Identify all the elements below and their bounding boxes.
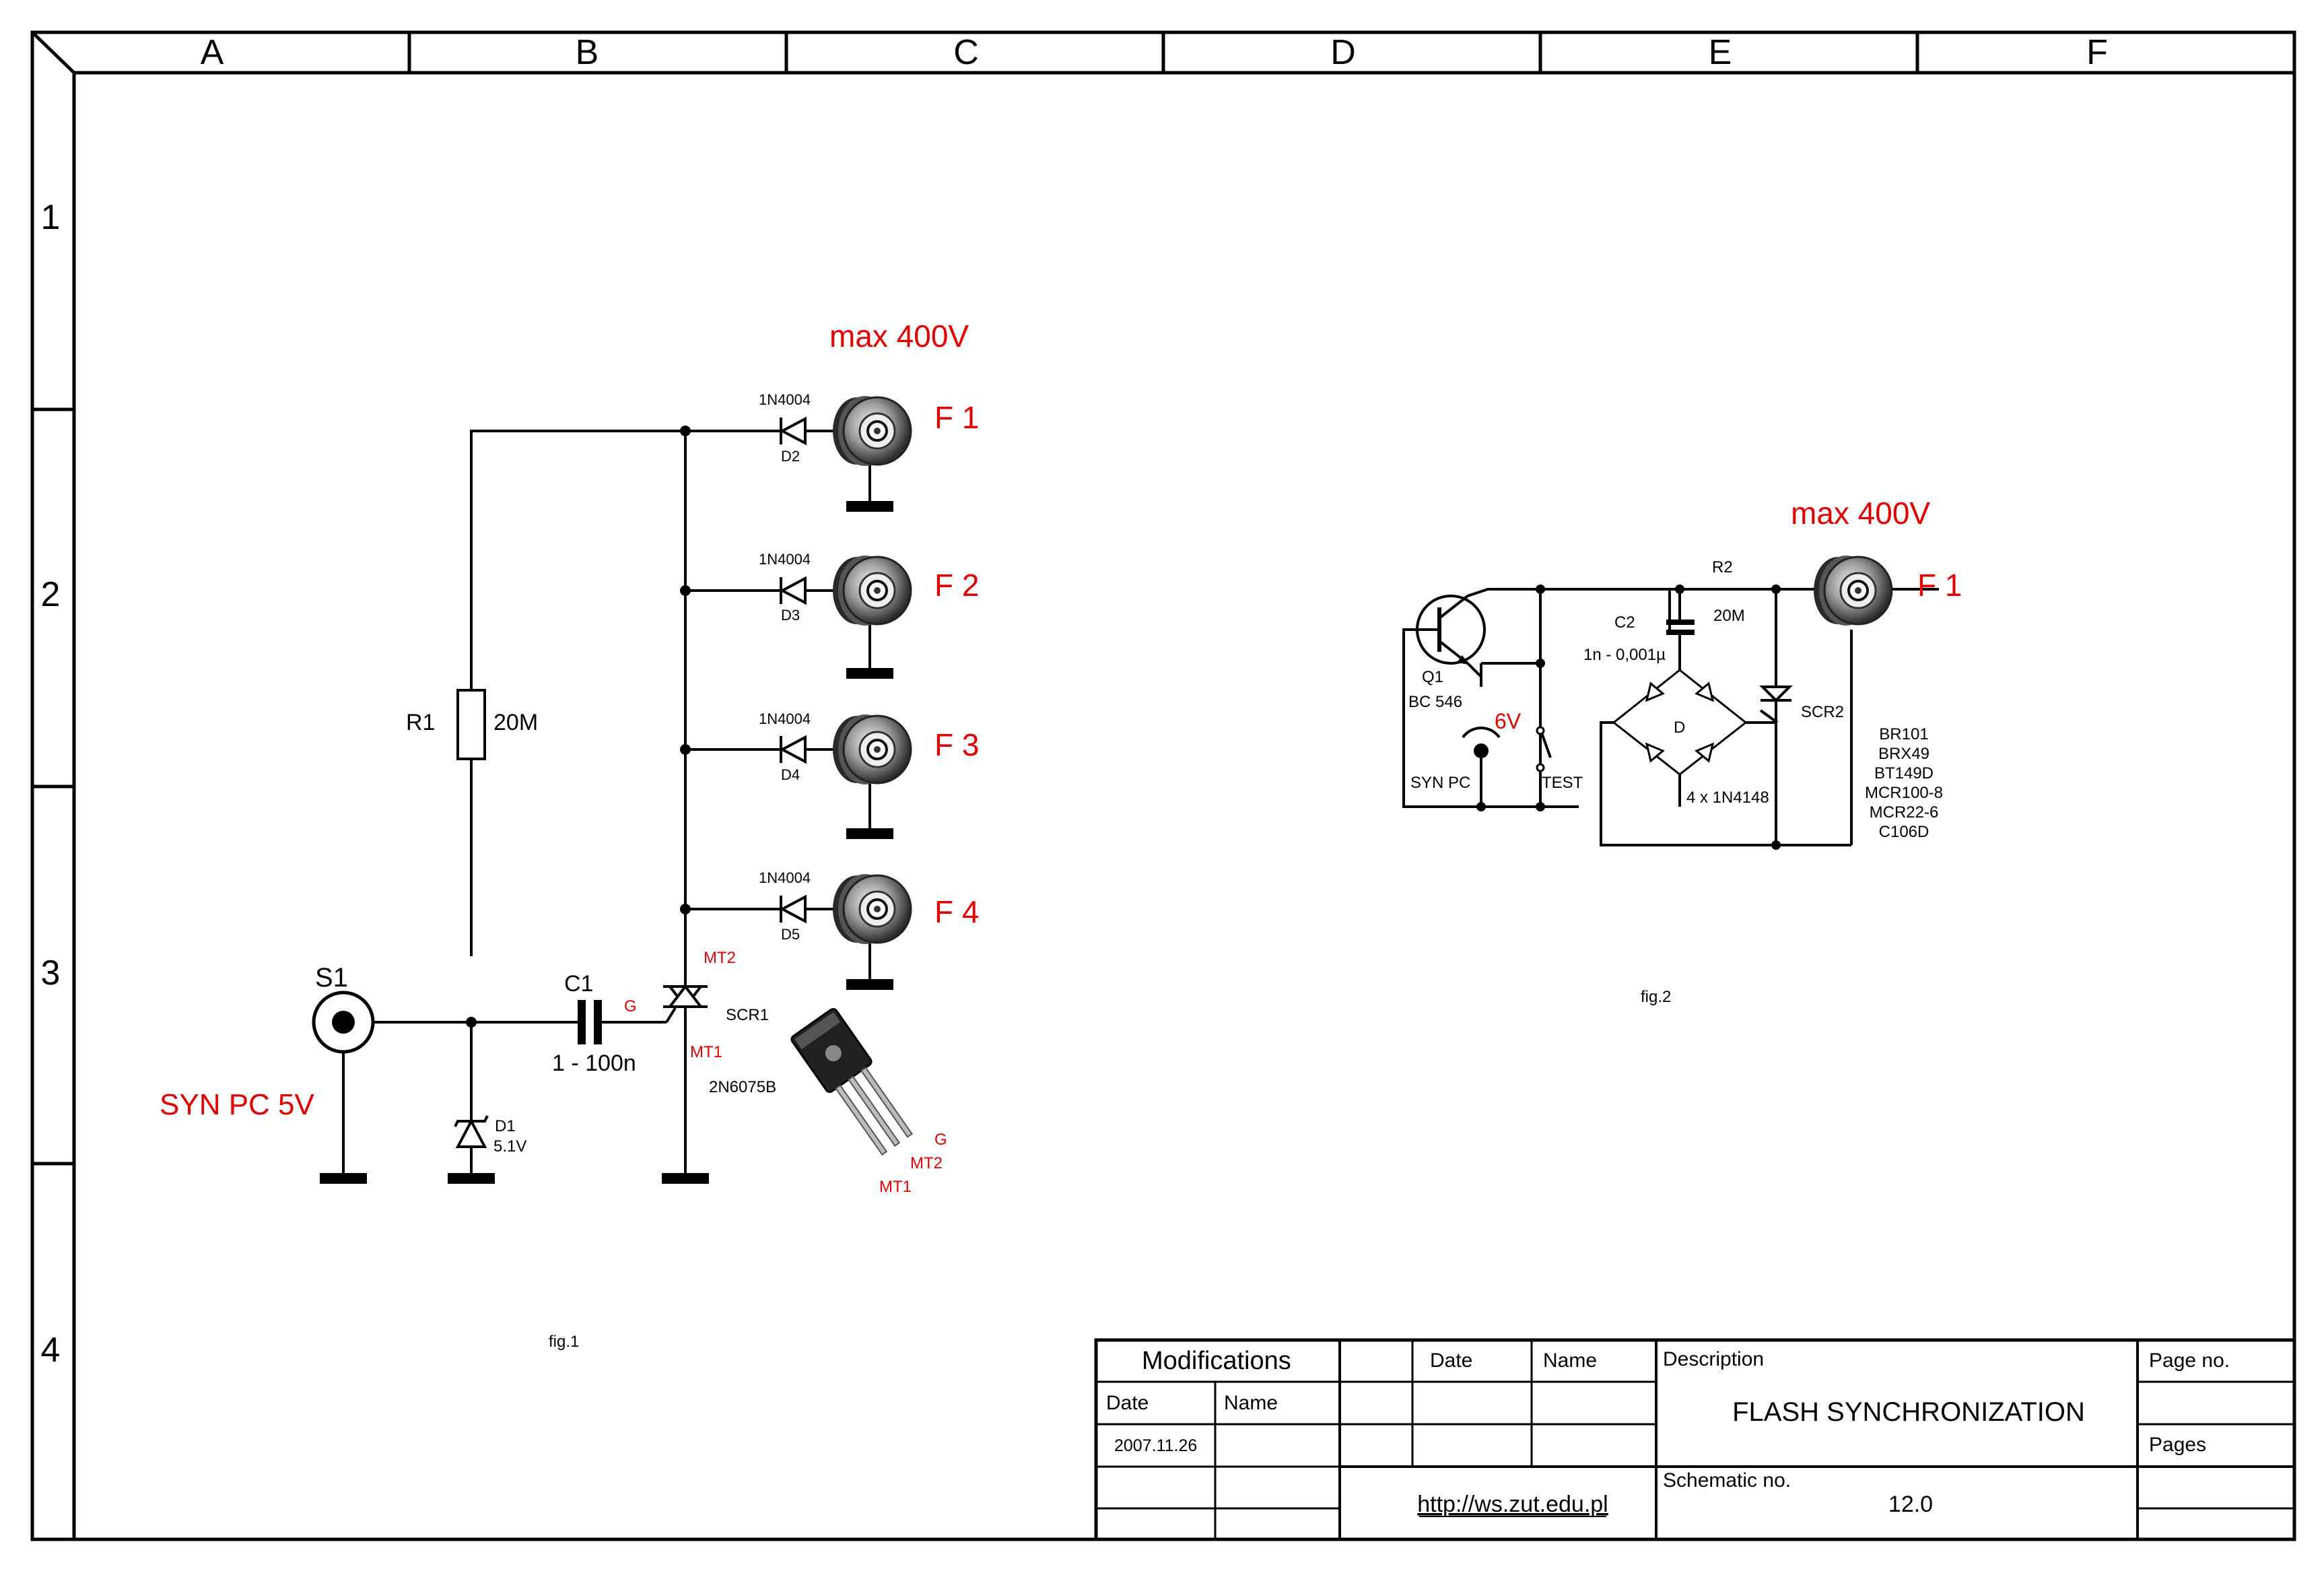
flash-lamp-f3 — [831, 713, 912, 786]
fig1-flash-label-4: F 4 — [934, 894, 979, 929]
row-label-3: 3 — [41, 954, 61, 993]
alt-part-2: BRX49 — [1878, 745, 1929, 763]
s1-label: SYN PC 5V — [160, 1088, 315, 1121]
battery-6v — [1462, 726, 1501, 768]
d1-zener — [448, 1022, 495, 1184]
scr2-ref: SCR2 — [1801, 703, 1844, 721]
d5-ref: D5 — [781, 926, 800, 943]
fig1-circuit — [312, 395, 914, 1184]
c1-ref: C1 — [564, 971, 593, 997]
column-label-d: D — [1330, 33, 1356, 72]
scr1-triac — [662, 984, 709, 1184]
test-label: TEST — [1542, 774, 1583, 792]
d2-part: 1N4004 — [759, 391, 811, 408]
r2-ref: R2 — [1712, 558, 1733, 576]
modifications-title: Modifications — [1142, 1347, 1291, 1375]
flash-lamp-f1 — [831, 395, 912, 467]
column-label-f: F — [2086, 33, 2108, 72]
row-label-1: 1 — [41, 198, 61, 237]
fig1-max-voltage: max 400V — [829, 319, 969, 354]
row-label-2: 2 — [41, 575, 61, 614]
scr1-ref: SCR1 — [726, 1006, 769, 1024]
column-label-e: E — [1709, 33, 1732, 72]
tb-name-label: Name — [1543, 1349, 1597, 1372]
fig2-caption: fig.2 — [1641, 988, 1671, 1006]
mod-date-value: 2007.11.26 — [1114, 1436, 1197, 1455]
description-label: Description — [1663, 1348, 1764, 1370]
fig2-circuit — [1402, 554, 1939, 850]
c2-capacitor — [1666, 589, 1695, 670]
alt-part-1: BR101 — [1879, 725, 1928, 743]
row-label-4: 4 — [41, 1331, 61, 1370]
diode-d4 — [779, 735, 807, 764]
r1-value: 20M — [493, 710, 538, 735]
s1-connector — [312, 991, 578, 1184]
d1-value: 5.1V — [493, 1137, 526, 1156]
tb-date-label: Date — [1430, 1349, 1472, 1372]
r1-ref: R1 — [406, 710, 435, 735]
r1-resistor — [456, 689, 486, 760]
scr1-package — [790, 1007, 914, 1156]
d5-part: 1N4004 — [759, 869, 811, 886]
scr1-g: G — [624, 997, 637, 1015]
fig1-flash-label-2: F 2 — [934, 568, 979, 603]
pages-label: Pages — [2149, 1434, 2206, 1456]
schematic-no-label: Schematic no. — [1663, 1469, 1791, 1492]
diode-bridge — [1600, 669, 1777, 846]
diode-d5 — [779, 894, 807, 924]
syn-pc-label: SYN PC — [1410, 774, 1470, 792]
package-pin-g: G — [934, 1131, 947, 1149]
fig1-flash-label-3: F 3 — [934, 727, 979, 762]
d2-ref: D2 — [781, 448, 800, 465]
diode-d2 — [779, 416, 807, 446]
mod-date-label: Date — [1106, 1392, 1149, 1414]
alt-part-4: MCR100-8 — [1865, 784, 1943, 802]
d3-ref: D3 — [781, 607, 800, 624]
bridge-part: 4 x 1N4148 — [1686, 789, 1769, 807]
fig1-caption: fig.1 — [549, 1333, 579, 1351]
scr1-mt2: MT2 — [704, 949, 736, 967]
d4-ref: D4 — [781, 766, 800, 783]
c2-ref: C2 — [1614, 613, 1635, 632]
description-value: FLASH SYNCHRONIZATION — [1732, 1397, 2085, 1427]
column-label-c: C — [953, 33, 979, 72]
d3-part: 1N4004 — [759, 551, 811, 568]
d1-ref: D1 — [495, 1117, 516, 1135]
r2-value: 20M — [1713, 607, 1745, 625]
schematic-no-value: 12.0 — [1888, 1492, 1933, 1517]
c1-value: 1 - 100n — [552, 1050, 636, 1076]
q1-ref: Q1 — [1422, 668, 1443, 686]
scr1-part: 2N6075B — [709, 1078, 776, 1096]
alt-part-3: BT149D — [1874, 764, 1934, 782]
url-link[interactable]: http://ws.zut.edu.pl — [1417, 1492, 1608, 1517]
flash-lamp-f2 — [831, 554, 912, 627]
alt-part-5: MCR22-6 — [1870, 803, 1939, 822]
scr2-thyristor — [1759, 589, 1793, 845]
c2-value: 1n - 0,001µ — [1583, 646, 1666, 664]
diode-d3 — [779, 576, 807, 605]
scr1-mt1: MT1 — [690, 1043, 722, 1061]
title-block — [1094, 1338, 2296, 1541]
alt-part-6: C106D — [1879, 823, 1929, 841]
fig2-max-voltage: max 400V — [1791, 496, 1930, 531]
package-pin-mt1: MT1 — [879, 1178, 912, 1196]
bridge-ref: D — [1674, 718, 1685, 737]
fig1-flash-label-1: F 1 — [934, 400, 979, 435]
flash-lamp-f4 — [831, 873, 912, 945]
fig2-flash-lamp — [1812, 554, 1893, 627]
page-no-label: Page no. — [2149, 1349, 2230, 1372]
column-label-b: B — [576, 33, 599, 72]
d4-part: 1N4004 — [759, 710, 811, 727]
package-pin-mt2: MT2 — [910, 1154, 943, 1172]
drawing-frame — [30, 30, 2296, 1541]
q1-part: BC 546 — [1408, 693, 1462, 711]
battery-label: 6V — [1495, 709, 1522, 733]
fig2-flash-label: F 1 — [1917, 568, 1962, 603]
mod-name-label: Name — [1224, 1392, 1278, 1414]
column-label-a: A — [201, 33, 224, 72]
s1-ref: S1 — [315, 963, 348, 993]
c1-capacitor — [578, 1000, 667, 1044]
